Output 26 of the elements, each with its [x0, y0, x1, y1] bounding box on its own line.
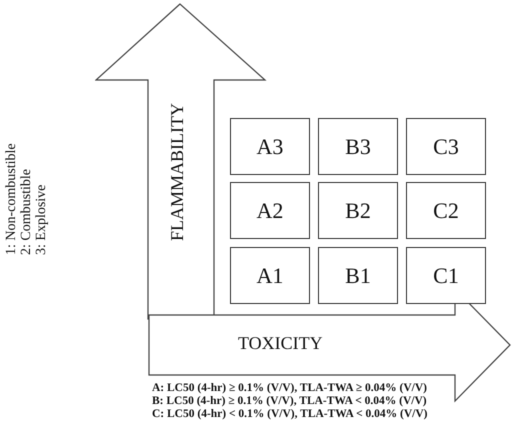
axis-label: FLAMMABILITY: [167, 103, 188, 241]
scale-note: 3: Explosive: [34, 184, 49, 255]
category-label: C3: [433, 134, 459, 160]
scale-note: 1: Non-combustible: [4, 142, 19, 255]
category-label: B3: [345, 134, 371, 160]
category-label: A2: [256, 198, 284, 224]
category-label: A3: [256, 134, 284, 160]
category-box: [406, 182, 486, 239]
category-box: [230, 182, 310, 239]
category-label: B1: [345, 262, 371, 288]
category-box: [230, 118, 310, 175]
category-label: C1: [433, 262, 459, 288]
category-box: [318, 118, 398, 175]
category-box: [318, 182, 398, 239]
category-box: [230, 247, 310, 304]
category-label: B2: [345, 198, 371, 224]
category-label: A1: [256, 262, 284, 288]
scale-note: 2: Combustible: [19, 168, 34, 255]
category-label: C2: [433, 198, 459, 224]
definition-note: A: LC50 (4-hr) ≥ 0.1% (V/V), TLA-TWA ≥ 0.04% (V/V): [152, 382, 428, 395]
definition-note: B: LC50 (4-hr) ≥ 0.1% (V/V), TLA-TWA < 0.04% (V/V): [152, 395, 428, 408]
axis-label: TOXICITY: [238, 333, 323, 354]
category-box: [406, 118, 486, 175]
category-box: [406, 247, 486, 304]
category-box: [318, 247, 398, 304]
definition-note: C: LC50 (4-hr) < 0.1% (V/V), TLA-TWA < 0.04% (V/V): [152, 408, 428, 421]
